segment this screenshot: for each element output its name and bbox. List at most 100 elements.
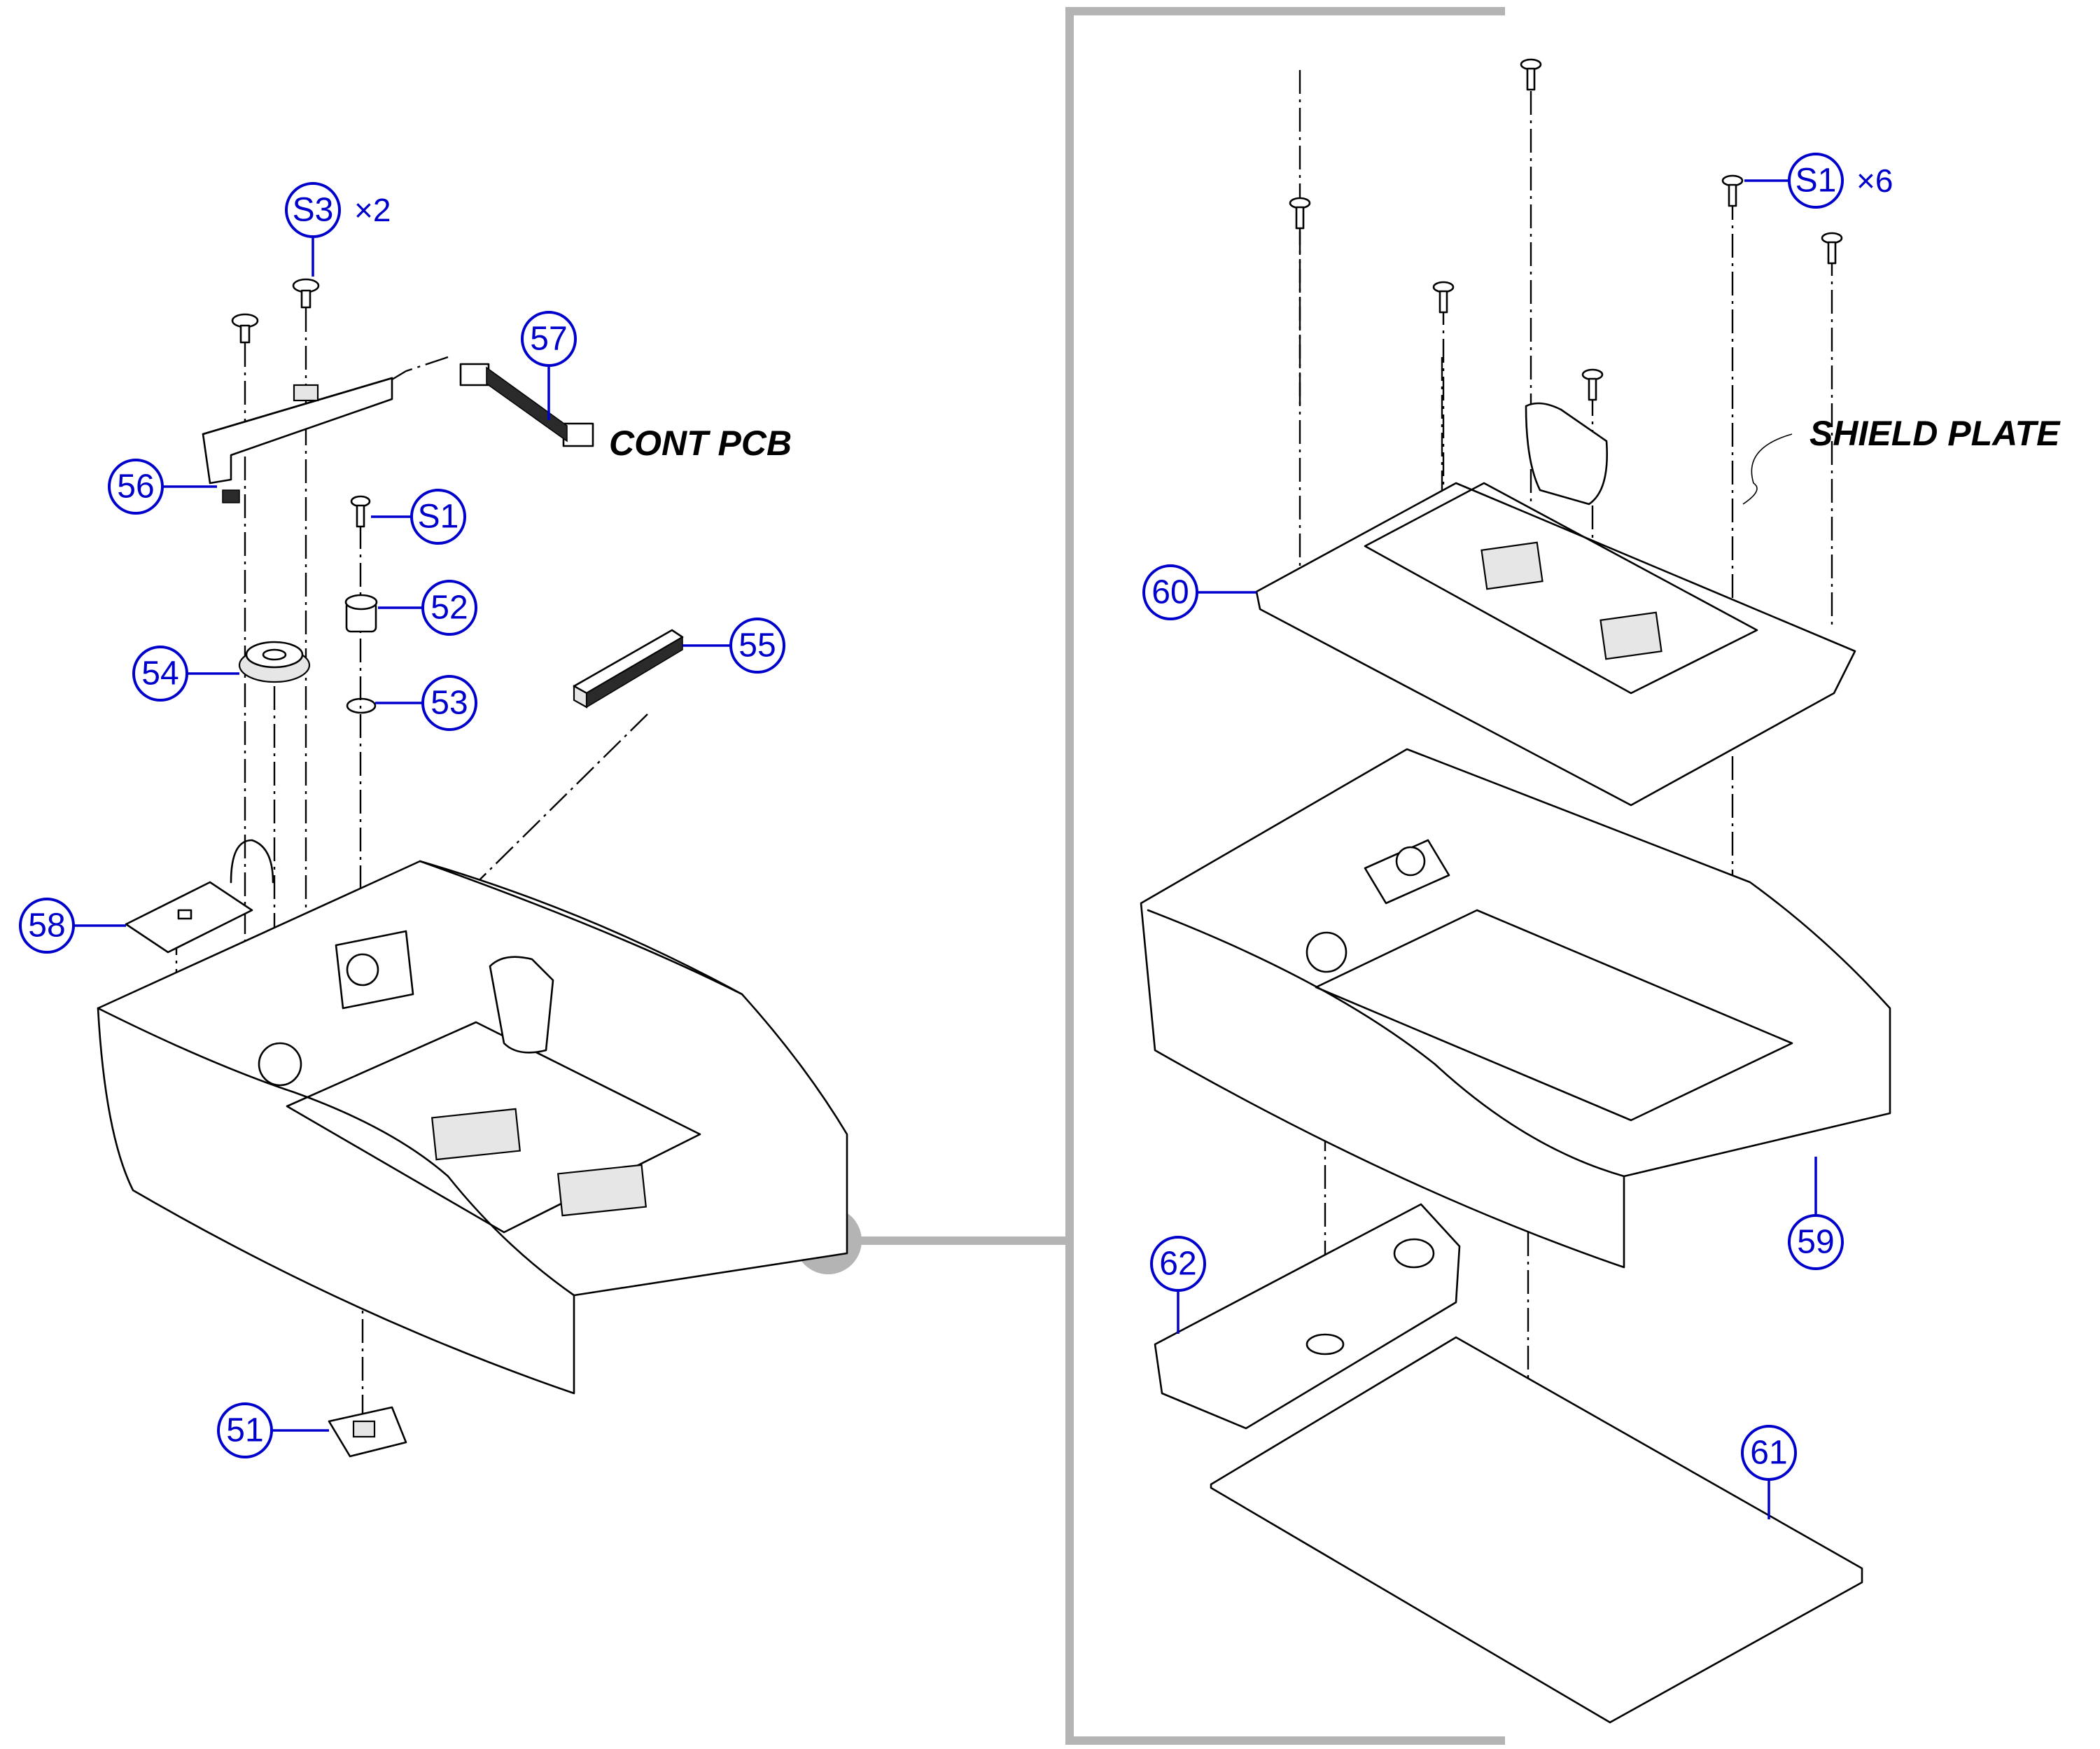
callout-qty: ×6 <box>1856 162 1893 199</box>
cable-connector-b <box>562 422 594 447</box>
strip-top <box>573 629 684 695</box>
callout-circle <box>421 675 477 731</box>
plate-inner <box>1364 482 1758 695</box>
callout-circle <box>729 618 785 674</box>
callout-text: 54 <box>141 655 178 692</box>
callout-text: S1 <box>418 499 459 536</box>
callout-circle <box>1142 564 1198 620</box>
case-boss <box>1306 931 1348 973</box>
callout-62: 62 <box>1150 1236 1206 1334</box>
callout-circle <box>285 182 341 238</box>
plate-pad <box>1480 541 1544 590</box>
plate-pad <box>1600 611 1662 660</box>
callout-text: 52 <box>430 590 468 627</box>
callout-circle <box>19 898 75 954</box>
knob-center <box>262 648 287 661</box>
callout-circle <box>108 459 164 515</box>
left-assembly <box>97 278 848 1458</box>
holder-body <box>1154 1203 1461 1430</box>
callout-s1-left: S1 <box>371 489 466 545</box>
label-cont-pcb: CONT PCB <box>609 424 792 463</box>
sheet-body <box>125 881 253 954</box>
callout-text: S3 <box>293 192 334 229</box>
callout-circle <box>1741 1425 1797 1481</box>
callout-circle <box>521 311 577 367</box>
callout-s1-right: S1 ×6 <box>1744 153 1893 209</box>
part-62-holder <box>1154 1203 1461 1430</box>
callout-text: 59 <box>1797 1224 1834 1261</box>
callout-56: 56 <box>108 459 217 515</box>
callout-circle <box>1150 1236 1206 1292</box>
sheet-hole <box>177 909 192 920</box>
callouts: S3 ×2 57 CONT PCB 56 S1 52 <box>19 153 2061 1519</box>
callout-text: 51 <box>226 1412 263 1449</box>
plate-body <box>1255 482 1856 807</box>
screw-shank <box>356 504 365 528</box>
callout-58: 58 <box>19 898 126 954</box>
callout-circle <box>217 1402 273 1458</box>
right-assembly <box>1140 58 1891 1724</box>
case-jack-hole <box>346 953 379 987</box>
sheet-wire <box>230 839 274 884</box>
part-58-sheet <box>125 839 274 954</box>
screw-shank <box>1588 377 1597 401</box>
case-body <box>1140 748 1891 1269</box>
callout-s3: S3 ×2 <box>285 182 391 277</box>
screw-shank <box>1295 206 1305 230</box>
plate-tab <box>1525 402 1608 506</box>
case-jack-hole <box>1395 846 1426 877</box>
part-56-pcb <box>202 377 393 503</box>
callout-text: 62 <box>1159 1246 1196 1283</box>
callout-57: 57 <box>521 311 577 420</box>
part-51-foot <box>328 1406 407 1458</box>
cable-wires <box>486 366 568 443</box>
callout-text: 56 <box>117 468 154 506</box>
screw-shank <box>1526 67 1536 91</box>
nut-top <box>344 594 378 611</box>
bracket-line <box>1065 7 1505 1745</box>
callout-52: 52 <box>378 580 477 636</box>
part-54-knob <box>238 641 311 683</box>
callout-53: 53 <box>375 675 477 731</box>
callout-text: 57 <box>530 321 567 358</box>
case-edge <box>1147 909 1625 1178</box>
part-61-sheet <box>1210 1336 1863 1724</box>
axis-line <box>391 713 648 967</box>
case-edge <box>97 1007 575 1297</box>
screw-shank <box>239 324 251 344</box>
callout-text: S1 <box>1795 162 1837 200</box>
knob-top <box>245 641 304 669</box>
case-boss <box>258 1042 302 1087</box>
case-floor <box>286 1021 701 1234</box>
callout-circle <box>421 580 477 636</box>
shield-leader <box>1742 433 1793 505</box>
callout-59: 59 <box>1788 1157 1844 1270</box>
callout-text: 60 <box>1152 574 1189 611</box>
callout-text: 61 <box>1750 1435 1787 1472</box>
callout-54: 54 <box>132 646 239 702</box>
case-floor <box>1315 909 1793 1122</box>
part-53-washer <box>346 697 377 714</box>
pad <box>556 1164 648 1217</box>
pcb-connector <box>293 384 319 402</box>
case-clip <box>489 956 554 1054</box>
case-top-edge <box>419 860 743 996</box>
callout-qty: ×2 <box>354 192 391 228</box>
callout-61: 61 <box>1741 1425 1797 1519</box>
strip-side <box>586 636 683 709</box>
screw-shank <box>1827 241 1837 265</box>
screw-shank <box>300 289 312 309</box>
screw-s1-left <box>350 495 371 528</box>
part-57-cable <box>459 363 594 447</box>
foot-center <box>352 1420 376 1438</box>
holder-hole <box>1306 1333 1345 1356</box>
pad <box>430 1108 522 1161</box>
screws-s1-right <box>1289 58 1843 504</box>
pcb-tab <box>222 489 240 503</box>
callout-circle <box>1788 153 1844 209</box>
screw-shank <box>1438 290 1448 314</box>
label-shield-plate: SHIELD PLATE <box>1809 414 2061 453</box>
callout-60: 60 <box>1142 564 1256 620</box>
callout-circle <box>1788 1214 1844 1270</box>
